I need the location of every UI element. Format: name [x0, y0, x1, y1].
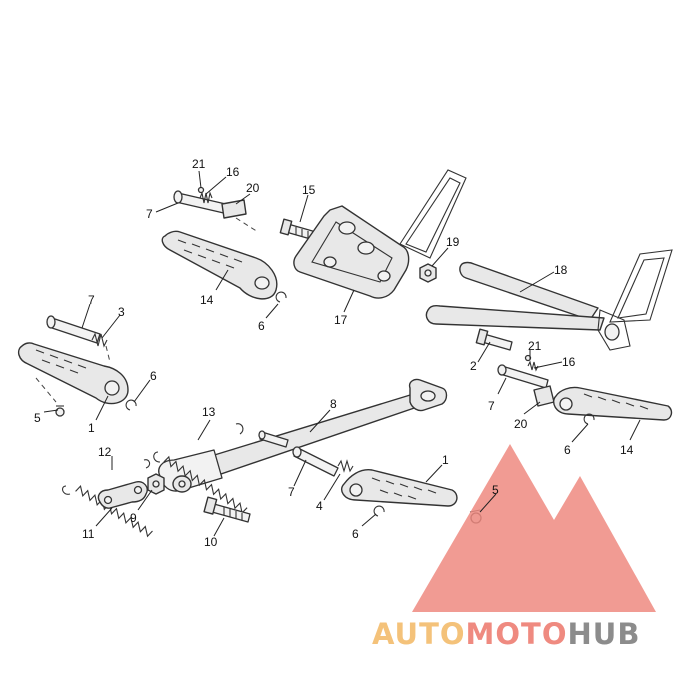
- pivot-pin-lower: [292, 446, 339, 477]
- callout-19: 19: [446, 235, 460, 249]
- callout-11: 11: [82, 527, 95, 541]
- callout-15: 15: [302, 183, 316, 197]
- detent-spring-right: [527, 360, 539, 372]
- callout-16-top: 16: [226, 165, 240, 179]
- callout-6-left: 6: [150, 369, 157, 383]
- nut-9: [147, 473, 165, 495]
- leader-lines: [43, 170, 641, 537]
- detent-spring-upper-left: [199, 191, 213, 204]
- callout-7-left: 7: [88, 293, 95, 307]
- callout-5-lower: 5: [492, 483, 499, 497]
- watermark-part-hub: HUB: [567, 617, 641, 651]
- watermark-part-moto: MOTO: [465, 617, 568, 651]
- callout-21-top: 21: [192, 157, 206, 171]
- callout-16-right: 16: [562, 355, 576, 369]
- circlip-right: [583, 413, 595, 425]
- pivot-pin-upper-left: [173, 190, 231, 215]
- heel-plate: [293, 205, 410, 299]
- spring-13: [153, 423, 248, 514]
- bracket-upper-left: [221, 199, 247, 219]
- detent-5-left: [55, 405, 65, 417]
- spring-12: [61, 459, 153, 538]
- callout-18: 18: [554, 263, 568, 277]
- watermark-part-auto: AUTO: [372, 617, 466, 651]
- bolt-10: [203, 496, 251, 523]
- rear-right-footpeg-group: [497, 354, 673, 425]
- callout-10: 10: [204, 535, 218, 549]
- callout-1-left: 1: [88, 421, 95, 435]
- callout-7-lower: 7: [288, 485, 295, 499]
- callout-6-lower: 6: [352, 527, 359, 541]
- spring-4: [337, 459, 354, 473]
- bracket-right: [533, 385, 555, 407]
- callout-13: 13: [202, 405, 216, 419]
- callout-1-lower: 1: [442, 453, 449, 467]
- callout-6-right: 6: [564, 443, 571, 457]
- callout-7-right: 7: [488, 399, 495, 413]
- callout-14-top: 14: [200, 293, 214, 307]
- footpeg-lower-right: [340, 469, 458, 507]
- callout-14-right: 14: [620, 443, 634, 457]
- footpeg-left: [17, 342, 129, 405]
- brake-pedal-loop: [609, 249, 673, 323]
- link-plate-11: [97, 480, 148, 509]
- heel-guard-bracket-group: [279, 169, 467, 299]
- footpeg-upper-left: [161, 230, 278, 300]
- callout-2: 2: [470, 359, 477, 373]
- callout-4: 4: [316, 499, 323, 513]
- automotohub-watermark: AUTOMOTOHUB: [372, 617, 640, 653]
- callout-6-top: 6: [258, 319, 265, 333]
- callout-20-top: 20: [246, 181, 260, 195]
- automotohub-logo-mark: [412, 444, 656, 612]
- heel-guard-loop: [399, 169, 467, 259]
- rear-left-footpeg-group: [161, 186, 287, 303]
- front-left-footpeg-group: [17, 315, 137, 417]
- circlip-upper-left: [275, 291, 287, 303]
- callout-3: 3: [118, 305, 125, 319]
- callout-labels: 21 16 20 7 15 19 14 6 17 18 7 3 6 5 1 2 …: [34, 157, 634, 549]
- footpeg-right: [552, 386, 673, 421]
- brake-lever-group: [425, 249, 673, 351]
- callout-17: 17: [334, 313, 348, 327]
- pivot-pin-right: [497, 364, 549, 389]
- callout-8: 8: [330, 397, 337, 411]
- callout-7-top: 7: [146, 207, 153, 221]
- callout-20-right: 20: [514, 417, 528, 431]
- detent-ball-upper-left: [197, 186, 205, 194]
- bolt-2: [475, 328, 513, 351]
- linkage-rod-group: [158, 378, 448, 493]
- callout-9: 9: [130, 511, 137, 525]
- circlip-left: [125, 399, 137, 411]
- brake-lever-arm: [459, 261, 599, 321]
- callout-21-right: 21: [528, 339, 542, 353]
- callout-5-left: 5: [34, 411, 41, 425]
- spring-3: [91, 332, 108, 348]
- callout-12: 12: [98, 445, 112, 459]
